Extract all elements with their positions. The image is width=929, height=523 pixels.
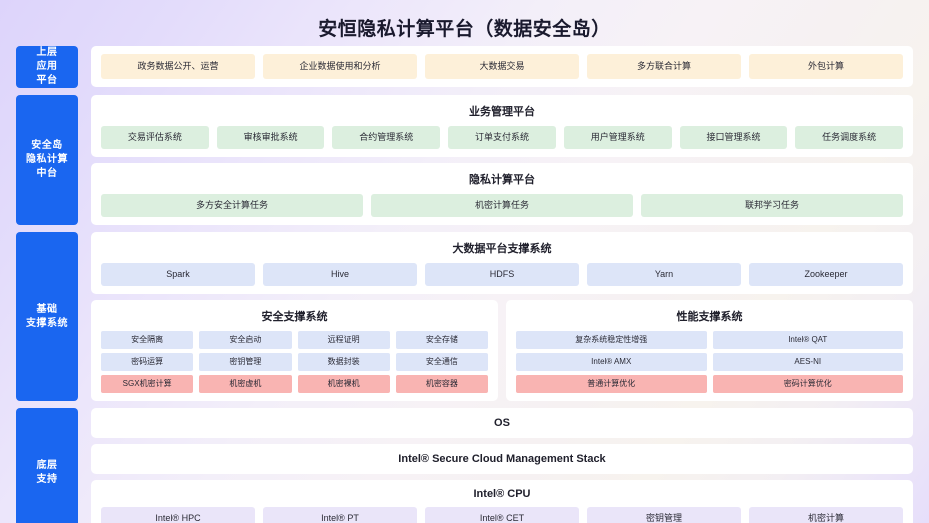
sidebar-item-bottom-support[interactable]: 底层 支持 (16, 408, 78, 523)
security-support-grid: 安全隔离 安全启动 远程证明 安全存储 密码运算 密钥管理 数据封装 安全通信 (101, 331, 488, 393)
security-cell[interactable]: 数据封装 (297, 353, 390, 371)
cpu-title: Intel® CPU (473, 488, 531, 500)
sidebar-label-line: 基础 (36, 303, 58, 315)
performance-support-grid: 复杂系统稳定性增强 Intel® QAT Intel® AMX AES-NI 普… (516, 331, 903, 393)
cpu-cell[interactable]: 机密计算 (749, 507, 903, 523)
bigdata-cell[interactable]: Spark (101, 263, 255, 286)
cpu-cell[interactable]: Intel® HPC (101, 507, 255, 523)
business-cell[interactable]: 审核审批系统 (216, 126, 325, 149)
app-cell[interactable]: 政务数据公开、运营 (101, 54, 255, 79)
app-cell[interactable]: 外包计算 (749, 54, 903, 79)
performance-cell[interactable]: Intel® QAT (712, 331, 903, 349)
security-cell[interactable]: 机密虚机 (199, 375, 292, 393)
security-cell[interactable]: 安全启动 (199, 331, 292, 349)
business-cell[interactable]: 接口管理系统 (679, 126, 788, 149)
performance-cell[interactable]: Intel® AMX (516, 353, 707, 371)
performance-support-panel: 性能支撑系统 复杂系统稳定性增强 Intel® QAT Intel® AMX A… (506, 300, 913, 401)
app-cell[interactable]: 大数据交易 (425, 54, 579, 79)
performance-cell[interactable]: AES-NI (712, 353, 903, 371)
security-cell[interactable]: SGX机密计算 (101, 375, 194, 393)
sidebar-label-line: 安全岛 (31, 140, 63, 151)
business-management-row: 交易评估系统 审核审批系统 合约管理系统 订单支付系统 用户管理系统 接口管理系… (101, 126, 904, 149)
band-foundation-body: 大数据平台支撑系统 Spark Hive HDFS Yarn Zookeeper… (91, 232, 913, 401)
security-cell[interactable]: 安全存储 (395, 331, 488, 349)
performance-cell[interactable]: 复杂系统稳定性增强 (516, 331, 707, 349)
business-cell[interactable]: 任务调度系统 (795, 126, 904, 149)
band-foundation: 基础 支撑系统 大数据平台支撑系统 Spark Hive HDFS Yarn Z… (16, 232, 913, 401)
business-cell[interactable]: 合约管理系统 (332, 126, 441, 149)
band-application: 上层 应用 平台 政务数据公开、运营 企业数据使用和分析 大数据交易 多方联合计… (16, 46, 913, 88)
performance-row: 复杂系统稳定性增强 Intel® QAT (516, 331, 903, 349)
sidebar-item-application-platform[interactable]: 上层 应用 平台 (16, 46, 78, 88)
sidebar-label-line: 底层 (36, 460, 58, 471)
performance-cell[interactable]: 普通计算优化 (516, 375, 707, 393)
band-application-body: 政务数据公开、运营 企业数据使用和分析 大数据交易 多方联合计算 外包计算 (91, 46, 913, 88)
os-strip[interactable]: OS (91, 408, 913, 438)
cpu-panel: Intel® CPU Intel® HPC Intel® PT Intel® C… (91, 480, 913, 523)
security-support-panel: 安全支撑系统 安全隔离 安全启动 远程证明 安全存储 密码运算 密钥管理 数据封… (91, 300, 498, 401)
security-cell[interactable]: 机密容器 (395, 375, 488, 393)
security-support-title: 安全支撑系统 (261, 311, 328, 323)
bigdata-cell[interactable]: HDFS (425, 263, 579, 286)
sidebar-label-line: 中台 (36, 168, 58, 179)
privacy-computing-title: 隐私计算平台 (469, 174, 535, 186)
sidebar-label-line: 支持 (36, 474, 58, 485)
security-cell[interactable]: 远程证明 (297, 331, 390, 349)
page-title: 安恒隐私计算平台（数据安全岛） (318, 19, 611, 40)
app-cell[interactable]: 企业数据使用和分析 (263, 54, 417, 79)
bigdata-cell[interactable]: Yarn (587, 263, 741, 286)
secure-cloud-stack-strip[interactable]: Intel® Secure Cloud Management Stack (91, 444, 913, 474)
security-cell[interactable]: 机密裸机 (297, 375, 390, 393)
security-cell[interactable]: 密钥管理 (199, 353, 292, 371)
security-row: 密码运算 密钥管理 数据封装 安全通信 (101, 353, 488, 371)
performance-row: Intel® AMX AES-NI (516, 353, 903, 371)
security-row: SGX机密计算 机密虚机 机密裸机 机密容器 (101, 375, 488, 393)
sidebar-label-line: 平台 (36, 75, 58, 86)
application-row: 政务数据公开、运营 企业数据使用和分析 大数据交易 多方联合计算 外包计算 (101, 54, 903, 79)
band-bottom-support: 底层 支持 OS Intel® Secure Cloud Management … (16, 408, 913, 523)
privacy-cell[interactable]: 多方安全计算任务 (101, 194, 363, 217)
performance-support-title: 性能支撑系统 (676, 311, 743, 323)
sidebar-label-line: 上层 (36, 47, 58, 58)
sidebar-label-line: 隐私计算 (26, 154, 68, 165)
bigdata-platform-row: Spark Hive HDFS Yarn Zookeeper (101, 263, 903, 286)
band-bottom-body: OS Intel® Secure Cloud Management Stack … (91, 408, 913, 523)
business-cell[interactable]: 用户管理系统 (563, 126, 672, 149)
band-midplatform: 安全岛 隐私计算 中台 业务管理平台 交易评估系统 审核审批系统 合约管理系统 … (16, 95, 913, 225)
bigdata-cell[interactable]: Hive (263, 263, 417, 286)
bigdata-platform-panel: 大数据平台支撑系统 Spark Hive HDFS Yarn Zookeeper (91, 232, 913, 294)
sidebar-label-line: 应用 (36, 61, 58, 72)
business-management-panel: 业务管理平台 交易评估系统 审核审批系统 合约管理系统 订单支付系统 用户管理系… (91, 95, 913, 157)
bigdata-cell[interactable]: Zookeeper (749, 263, 903, 286)
app-cell[interactable]: 多方联合计算 (587, 54, 741, 79)
privacy-computing-panel: 隐私计算平台 多方安全计算任务 机密计算任务 联邦学习任务 (91, 163, 913, 225)
privacy-cell[interactable]: 联邦学习任务 (641, 194, 903, 217)
cpu-row: Intel® HPC Intel® PT Intel® CET 密钥管理 机密计… (101, 507, 903, 523)
business-cell[interactable]: 订单支付系统 (448, 126, 556, 149)
application-panel: 政务数据公开、运营 企业数据使用和分析 大数据交易 多方联合计算 外包计算 (91, 46, 913, 87)
support-systems-row: 安全支撑系统 安全隔离 安全启动 远程证明 安全存储 密码运算 密钥管理 数据封… (91, 300, 913, 401)
sidebar-label-line: 支撑系统 (26, 317, 68, 329)
performance-row: 普通计算优化 密码计算优化 (516, 375, 903, 393)
band-midplatform-body: 业务管理平台 交易评估系统 审核审批系统 合约管理系统 订单支付系统 用户管理系… (91, 95, 913, 225)
cpu-cell[interactable]: Intel® PT (263, 507, 417, 523)
security-cell[interactable]: 安全通信 (395, 353, 488, 371)
business-management-title: 业务管理平台 (469, 106, 535, 118)
security-row: 安全隔离 安全启动 远程证明 安全存储 (101, 331, 488, 349)
security-cell[interactable]: 安全隔离 (101, 331, 194, 349)
sidebar-item-privacy-midplatform[interactable]: 安全岛 隐私计算 中台 (16, 95, 78, 225)
security-cell[interactable]: 密码运算 (101, 353, 194, 371)
sidebar-item-foundation-support[interactable]: 基础 支撑系统 (16, 232, 78, 401)
privacy-computing-row: 多方安全计算任务 机密计算任务 联邦学习任务 (101, 194, 903, 217)
performance-cell[interactable]: 密码计算优化 (712, 375, 903, 393)
business-cell[interactable]: 交易评估系统 (101, 126, 209, 149)
cpu-cell[interactable]: 密钥管理 (587, 507, 741, 523)
cpu-cell[interactable]: Intel® CET (425, 507, 579, 523)
privacy-cell[interactable]: 机密计算任务 (371, 194, 633, 217)
bigdata-platform-title: 大数据平台支撑系统 (452, 243, 552, 255)
